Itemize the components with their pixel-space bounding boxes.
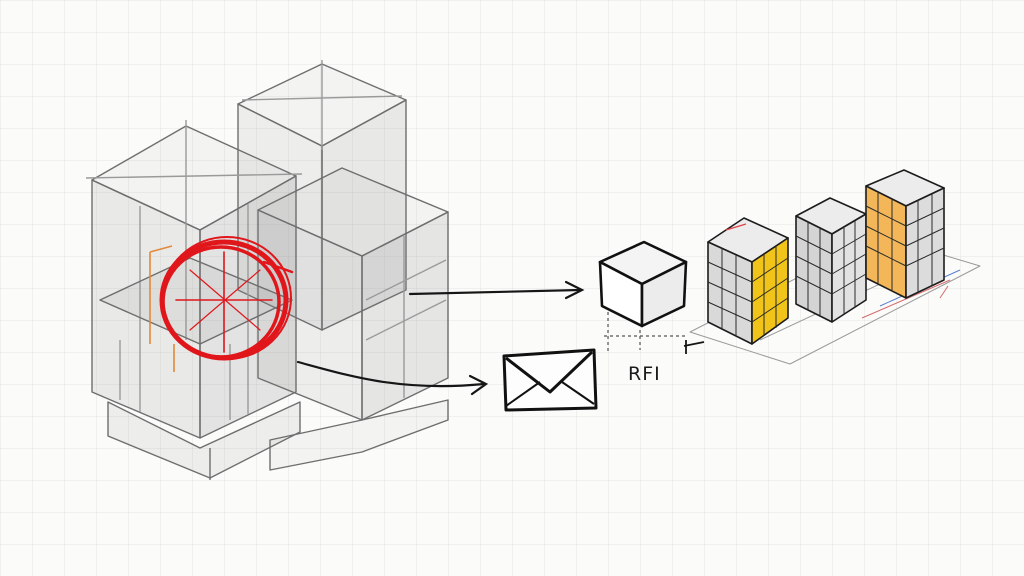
arrow-right-icon (408, 280, 585, 300)
clash-highlight-circle[interactable] (159, 236, 294, 361)
cube-dimension-lines (604, 312, 686, 352)
building-2 (795, 197, 867, 323)
clash-detail-lines (149, 245, 175, 372)
rfi-connector (683, 340, 705, 354)
front-main-block (85, 120, 303, 439)
building-3 (865, 169, 945, 299)
building-series (689, 169, 981, 365)
building-1 (707, 217, 789, 345)
cube-icon[interactable] (598, 240, 688, 328)
rfi-label: RFI (628, 363, 661, 385)
building-massing-model (85, 60, 449, 480)
arrow-curved-to-email (296, 360, 489, 396)
back-tower-block (237, 60, 407, 331)
right-podium-block (257, 167, 449, 421)
envelope-icon[interactable] (502, 348, 598, 412)
base-plinth (107, 399, 449, 480)
